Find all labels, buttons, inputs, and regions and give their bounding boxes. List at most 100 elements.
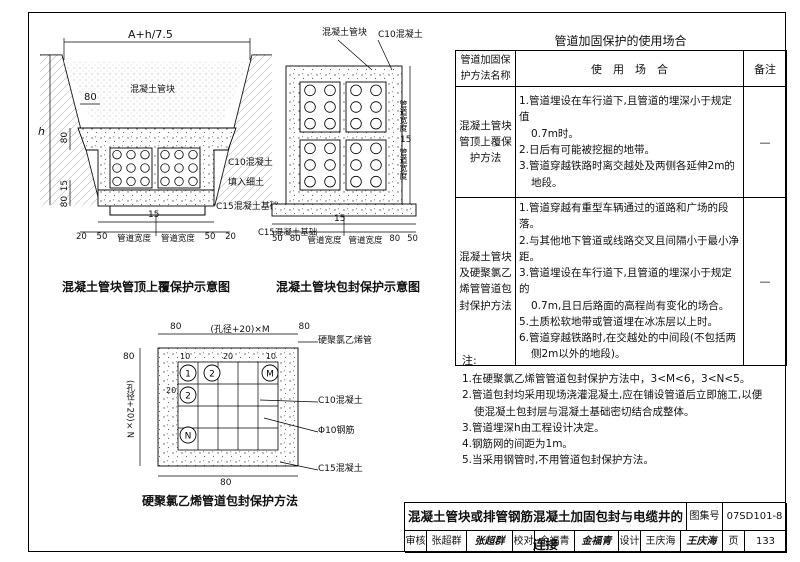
drawing-title: 混凝土管块或排管钢筋混凝土加固包封与电缆井的连接: [405, 503, 687, 552]
fig3-inner-dim: 10: [180, 352, 191, 361]
row-item: 3.管道穿越铁路时离交越处及两侧各延伸2m的: [519, 160, 735, 173]
table-header-row: 管道加固保护方法名称 使 用 场 合 备注: [455, 50, 787, 87]
fig3-left-dim-80: 80: [123, 352, 135, 362]
row-item: 0.7m时。: [531, 127, 579, 140]
fig1-dim-80-top: 80: [84, 92, 97, 103]
fig1-top-dimension: A+h/7.5: [128, 28, 173, 41]
fig1-label-c10: C10混凝土: [228, 158, 273, 168]
fig3-side-dim-20: 20: [166, 386, 177, 395]
notes-heading: 注:: [462, 354, 477, 367]
fig3-label-pvc: 硬聚氯乙烯管: [318, 336, 373, 346]
row-item: 侧2m以外的地段)。: [531, 348, 626, 361]
fig2-bottom-dim: 50: [272, 234, 283, 244]
check-label: 校对: [513, 531, 535, 553]
fig2-bottom-15: 15: [334, 214, 346, 224]
fig3-label-c15: C15混凝土: [318, 464, 363, 474]
designer-name: 王庆海: [641, 531, 681, 553]
header-usage: 使 用 场 合: [515, 50, 744, 87]
note-item: 5.当采用钢管时,不用管道包封保护方法。: [462, 454, 654, 467]
note-item: 使混凝土包封层与混凝土基础密切结合成整体。: [474, 405, 695, 418]
fig2-dim-15: 15: [400, 135, 412, 145]
title-block: 混凝土管块或排管钢筋混凝土加固包封与电缆井的连接 图集号 07SD101-8 审…: [404, 502, 787, 553]
fig3-caption: 硬聚氯乙烯管道包封保护方法: [142, 494, 299, 508]
reviewer-signature: 张超群: [467, 531, 513, 553]
fig2-bottom-dim: 管道宽度: [348, 236, 383, 246]
fig3-top-dims: 80 (孔径+20)×M 80: [170, 322, 310, 335]
row-items: 1.管道穿越有重型车辆通过的道路和广场的段落。 2.与其他地下管道或线路交叉且间…: [515, 197, 744, 366]
row-method: 混凝土管块管顶上覆保护方法: [455, 86, 516, 198]
row-item: 0.7m,且日后路面的高程尚有变化的场合。: [531, 299, 730, 312]
row-item: 1.管道埋设在车行道下,且管道的埋深小于规定值: [519, 95, 732, 124]
design-label: 设计: [619, 531, 641, 553]
fig1-bottom-dim: 20: [225, 232, 236, 242]
fig1-bottom-dim: 管道宽度: [160, 234, 195, 244]
fig1-bottom-dim: 20: [76, 232, 87, 242]
fig1-label-c15: C15混凝土基础: [216, 202, 279, 212]
fig1-bottom-15: 15: [148, 210, 160, 220]
fig3-inner-dim: 10: [265, 352, 276, 361]
fig3-top-dim: (孔径+20)×M: [210, 325, 270, 335]
header-method: 管道加固保护方法名称: [455, 50, 516, 87]
notes: 注: 1.在硬聚氯乙烯管管道包封保护方法中，3<M<6，3<N<5。 2.管道包…: [462, 352, 782, 469]
row-item: 6.管道穿越铁路时,在交越处的中间段(不包括两: [519, 332, 736, 345]
atlas-label: 图集号: [687, 503, 723, 531]
fig2-side-width: 管道宽度: [399, 100, 408, 132]
row-item: 2.日后有可能被挖掘的地带。: [519, 144, 656, 156]
checker-name: 金福青: [535, 531, 575, 553]
fig2-bottom-dim: 80: [289, 234, 301, 244]
fig1-caption: 混凝土管块管顶上覆保护示意图: [62, 280, 231, 294]
fig1-label-fill: 填入细土: [228, 178, 265, 188]
note-item: 2.管道包封均采用现场浇灌混凝土,应在铺设管道后立即施工,以便: [462, 389, 763, 402]
fig1-bottom-dim: 50: [204, 232, 216, 242]
row-item: 2.与其他地下管道或线路交叉且间隔小于最小净距。: [519, 234, 740, 263]
fig3-left-dim-n: (孔径+20)×N: [124, 380, 135, 438]
fig3-label-c10: C10混凝土: [318, 396, 363, 406]
table-row: 混凝土管块管顶上覆保护方法 1.管道埋设在车行道下,且管道的埋深小于规定值 0.…: [455, 86, 787, 198]
fig1-dim-15-left: 15: [60, 179, 71, 192]
note-item: 4.钢筋网的间距为1m。: [462, 438, 573, 451]
row-method: 混凝土管块及硬聚氯乙烯管管道包封保护方法: [455, 197, 516, 366]
reviewer-name: 张超群: [427, 531, 467, 553]
fig2-label-pipe: 混凝土管块: [322, 28, 368, 38]
fig2-label-c15: C15混凝土基础: [258, 228, 318, 238]
designer-signature: 王庆海: [681, 531, 723, 553]
fig2-bottom-dim: 管道宽度: [307, 236, 342, 246]
fig3-inner-dim: 20: [222, 352, 234, 361]
fig2-bottom-dim: 80: [389, 234, 401, 244]
row-items: 1.管道埋设在车行道下,且管道的埋深小于规定值 0.7m时。 2.日后有可能被挖…: [515, 86, 744, 198]
review-label: 审核: [405, 531, 427, 553]
row-remark: —: [743, 197, 787, 366]
checker-signature: 金福青: [575, 531, 619, 553]
note-item: 3.管道埋深h由工程设计决定。: [462, 421, 605, 434]
atlas-number: 07SD101-8: [723, 503, 787, 531]
fig1-bottom-dim: 管道宽度: [117, 234, 152, 244]
fig2-side-width: 管道宽度: [399, 148, 408, 180]
fig3-label-rebar: Φ10钢筋: [318, 426, 355, 436]
row-remark: —: [743, 86, 787, 198]
row-item: 3.管道埋设在车行道下,且管道的埋深小于规定的: [519, 267, 732, 296]
table-title: 管道加固保护的使用场合: [554, 34, 687, 48]
usage-table: 管道加固保护方法名称 使 用 场 合 备注 混凝土管块管顶上覆保护方法 1.管道…: [455, 50, 787, 366]
page-number: 133: [745, 531, 787, 553]
note-item: 1.在硬聚氯乙烯管管道包封保护方法中，3<M<6，3<N<5。: [462, 373, 751, 385]
fig2-caption: 混凝土管块包封保护示意图: [276, 280, 421, 294]
fig3-top-dim: 80: [298, 322, 310, 332]
fig2-bottom-dim: 50: [407, 234, 418, 244]
row-item: 1.管道穿越有重型车辆通过的道路和广场的段落。: [519, 202, 729, 231]
row-item: 地段。: [531, 176, 563, 189]
row-item: 5.土质松软地带或管道埋在冰冻层以上时。: [519, 315, 719, 328]
fig1-bottom-dim: 50: [96, 232, 108, 242]
fig2-label-c10: C10混凝土: [378, 30, 423, 40]
fig1-label-pipe: 混凝土管块: [130, 85, 176, 95]
fig1-h-label: h: [38, 125, 45, 138]
fig3-inner-dims: 10 20 10: [180, 352, 276, 361]
table-row: 混凝土管块及硬聚氯乙烯管管道包封保护方法 1.管道穿越有重型车辆通过的道路和广场…: [455, 197, 787, 366]
fig3-top-dim: 80: [170, 322, 182, 332]
page-label: 页: [723, 531, 745, 553]
fig1-dim-80-bottom: 80: [60, 195, 71, 208]
fig1-dim-80-left: 80: [60, 131, 71, 144]
header-remark: 备注: [743, 50, 787, 87]
fig2-bottom-dims: 50 80 管道宽度 管道宽度 80 50: [272, 234, 418, 246]
fig3-bottom-dim: 80: [220, 478, 232, 488]
